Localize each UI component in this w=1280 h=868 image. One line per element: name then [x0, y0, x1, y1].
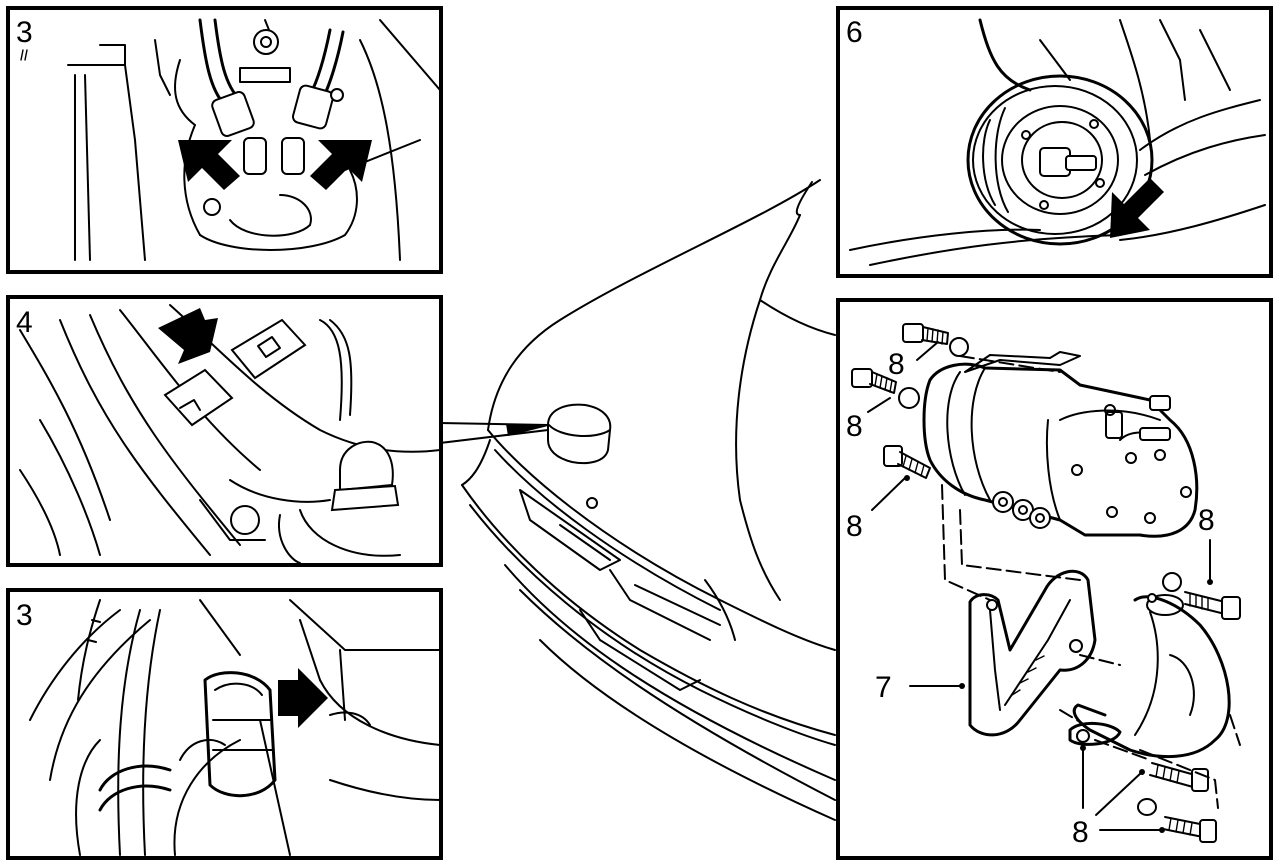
arrow-icon — [1110, 178, 1164, 238]
arrow-icon — [278, 668, 328, 728]
panel-step-3-bottom: 3 — [6, 588, 443, 860]
car-front-illustration — [439, 179, 836, 821]
guard-cover — [1068, 593, 1231, 759]
panel-step-4: 4 — [6, 295, 443, 567]
arrow-icon — [310, 140, 372, 190]
callout-label: 8 — [846, 510, 863, 543]
bolt-icon — [1137, 798, 1217, 843]
panel-compressor-bracket: 8 8 8 8 7 8 — [836, 298, 1273, 860]
callout-label: 8 — [1072, 816, 1089, 849]
callout-label: 8 — [1198, 504, 1215, 537]
bracket-7 — [968, 569, 1097, 737]
bolt-icon — [1149, 762, 1209, 792]
arrow-icon — [178, 140, 240, 190]
panel-step-6: 6 — [836, 6, 1273, 278]
step-number: 3 — [16, 16, 33, 49]
arrow-icon — [158, 308, 218, 364]
bolt-icon — [1162, 572, 1241, 620]
bolt-icon — [902, 323, 969, 357]
callout-label: 8 — [846, 410, 863, 443]
callout-label: 7 — [875, 671, 892, 704]
step-number: 6 — [846, 16, 863, 49]
step-number: 4 — [16, 306, 33, 339]
bolt-icon — [851, 368, 920, 409]
step-number: 3 — [16, 599, 33, 632]
panel-step-3-top: 3 — [6, 6, 443, 274]
bolt-icon — [883, 445, 931, 479]
callout-label: 8 — [888, 348, 905, 381]
